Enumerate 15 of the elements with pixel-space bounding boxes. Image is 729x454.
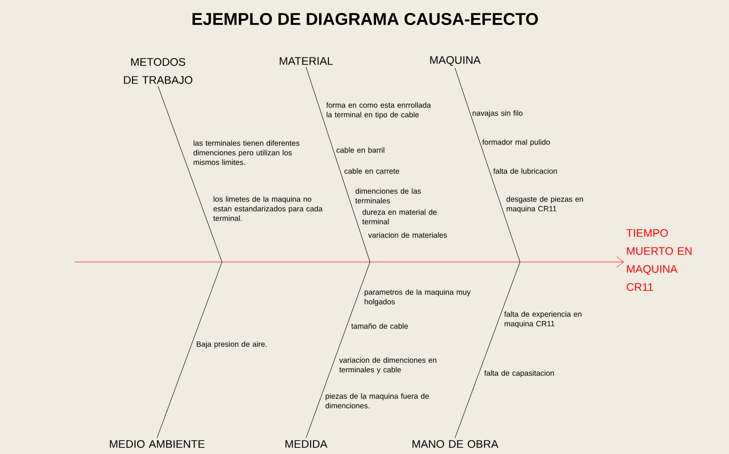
bone-line — [156, 262, 222, 438]
title: EJEMPLO DE DIAGRAMA CAUSA-EFECTO — [192, 12, 538, 26]
bone-line — [306, 66, 370, 262]
category-label: MEDIO AMBIENTE — [110, 440, 204, 448]
category-label: MAQUINA — [430, 56, 481, 66]
effect-label: TIEMPO MUERTO EN MAQUINA CR11 — [626, 229, 692, 291]
bone-line — [306, 262, 370, 438]
category-label: MANO DE OBRA — [412, 440, 498, 448]
bone-line — [158, 86, 222, 262]
spine-arrow — [74, 256, 624, 268]
bone-line — [454, 262, 520, 438]
category-label: MATERIAL — [280, 57, 333, 65]
category-label: MEDIDA — [286, 440, 328, 448]
category-label: METODOS DE TRABAJO — [124, 58, 192, 84]
bone-line — [454, 68, 520, 262]
